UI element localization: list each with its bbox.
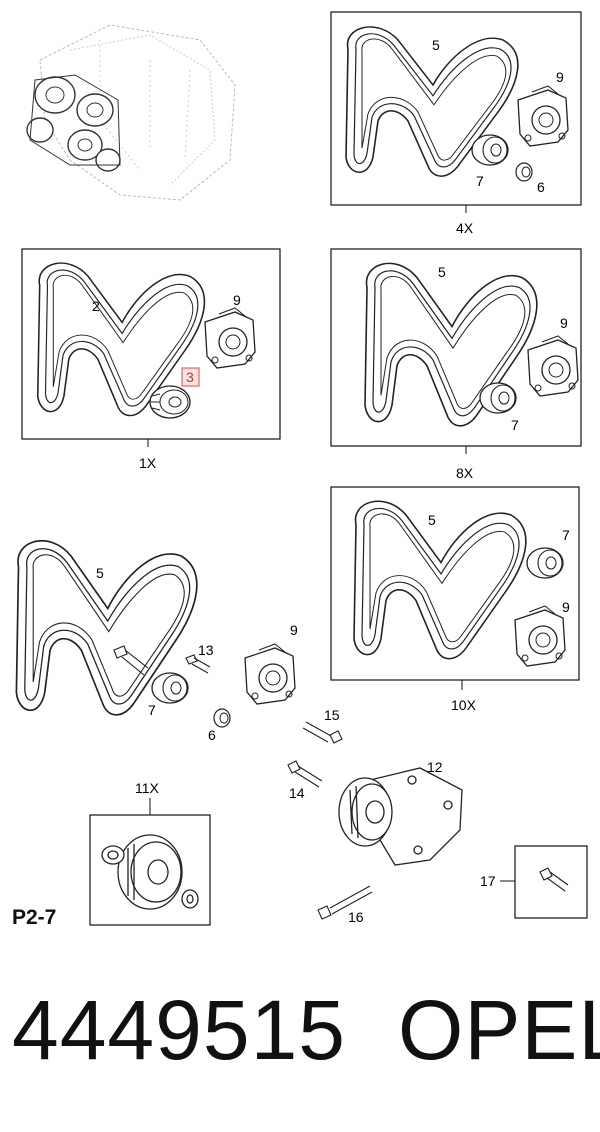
panel-11x: 11X bbox=[89, 780, 211, 926]
panel-10x: 5 7 9 10X bbox=[330, 486, 580, 713]
panel-11x-caption: 11X bbox=[135, 780, 160, 796]
callout-9: 9 bbox=[562, 599, 570, 615]
callout-9: 9 bbox=[233, 292, 241, 308]
panel-17: 17 bbox=[480, 845, 588, 919]
callout-12: 12 bbox=[427, 759, 443, 775]
callout-9: 9 bbox=[556, 69, 564, 85]
callout-17: 17 bbox=[480, 873, 496, 889]
part-3-pulley[interactable] bbox=[149, 385, 191, 419]
panel-1x-caption: 1X bbox=[139, 455, 157, 471]
brand-name: OPEL bbox=[398, 983, 600, 1077]
panel-4x: 5 9 7 6 4X bbox=[330, 11, 582, 236]
panel-4x-caption: 4X bbox=[456, 220, 474, 236]
callout-7: 7 bbox=[562, 527, 570, 543]
callout-5: 5 bbox=[438, 264, 446, 280]
callout-14: 14 bbox=[289, 785, 305, 801]
panel-10x-caption: 10X bbox=[451, 697, 477, 713]
bolt-13 bbox=[185, 654, 211, 674]
callout-6: 6 bbox=[208, 727, 216, 743]
callout-7: 7 bbox=[476, 173, 484, 189]
engine-illustration bbox=[26, 24, 236, 201]
panel-1x: 2 9 3 1X bbox=[21, 248, 281, 471]
callout-15: 15 bbox=[324, 707, 340, 723]
callout-7: 7 bbox=[148, 702, 156, 718]
page-code: P2-7 bbox=[12, 906, 57, 929]
callout-5: 5 bbox=[96, 565, 104, 581]
callout-3-selected: 3 bbox=[186, 369, 194, 385]
callout-5: 5 bbox=[432, 37, 440, 53]
callout-9: 9 bbox=[290, 622, 298, 638]
callout-5: 5 bbox=[428, 512, 436, 528]
callout-13: 13 bbox=[198, 642, 214, 658]
callout-16: 16 bbox=[348, 909, 364, 925]
callout-2: 2 bbox=[92, 298, 100, 314]
callout-6: 6 bbox=[537, 179, 545, 195]
callout-7: 7 bbox=[511, 417, 519, 433]
selected-part-highlight[interactable] bbox=[181, 367, 200, 387]
exploded-assembly: 5 13 9 7 6 15 14 12 16 bbox=[15, 539, 463, 925]
part-number: 4449515 bbox=[12, 983, 347, 1077]
panel-8x: 5 9 7 8X bbox=[330, 248, 582, 481]
callout-9: 9 bbox=[560, 315, 568, 331]
panel-8x-caption: 8X bbox=[456, 465, 474, 481]
